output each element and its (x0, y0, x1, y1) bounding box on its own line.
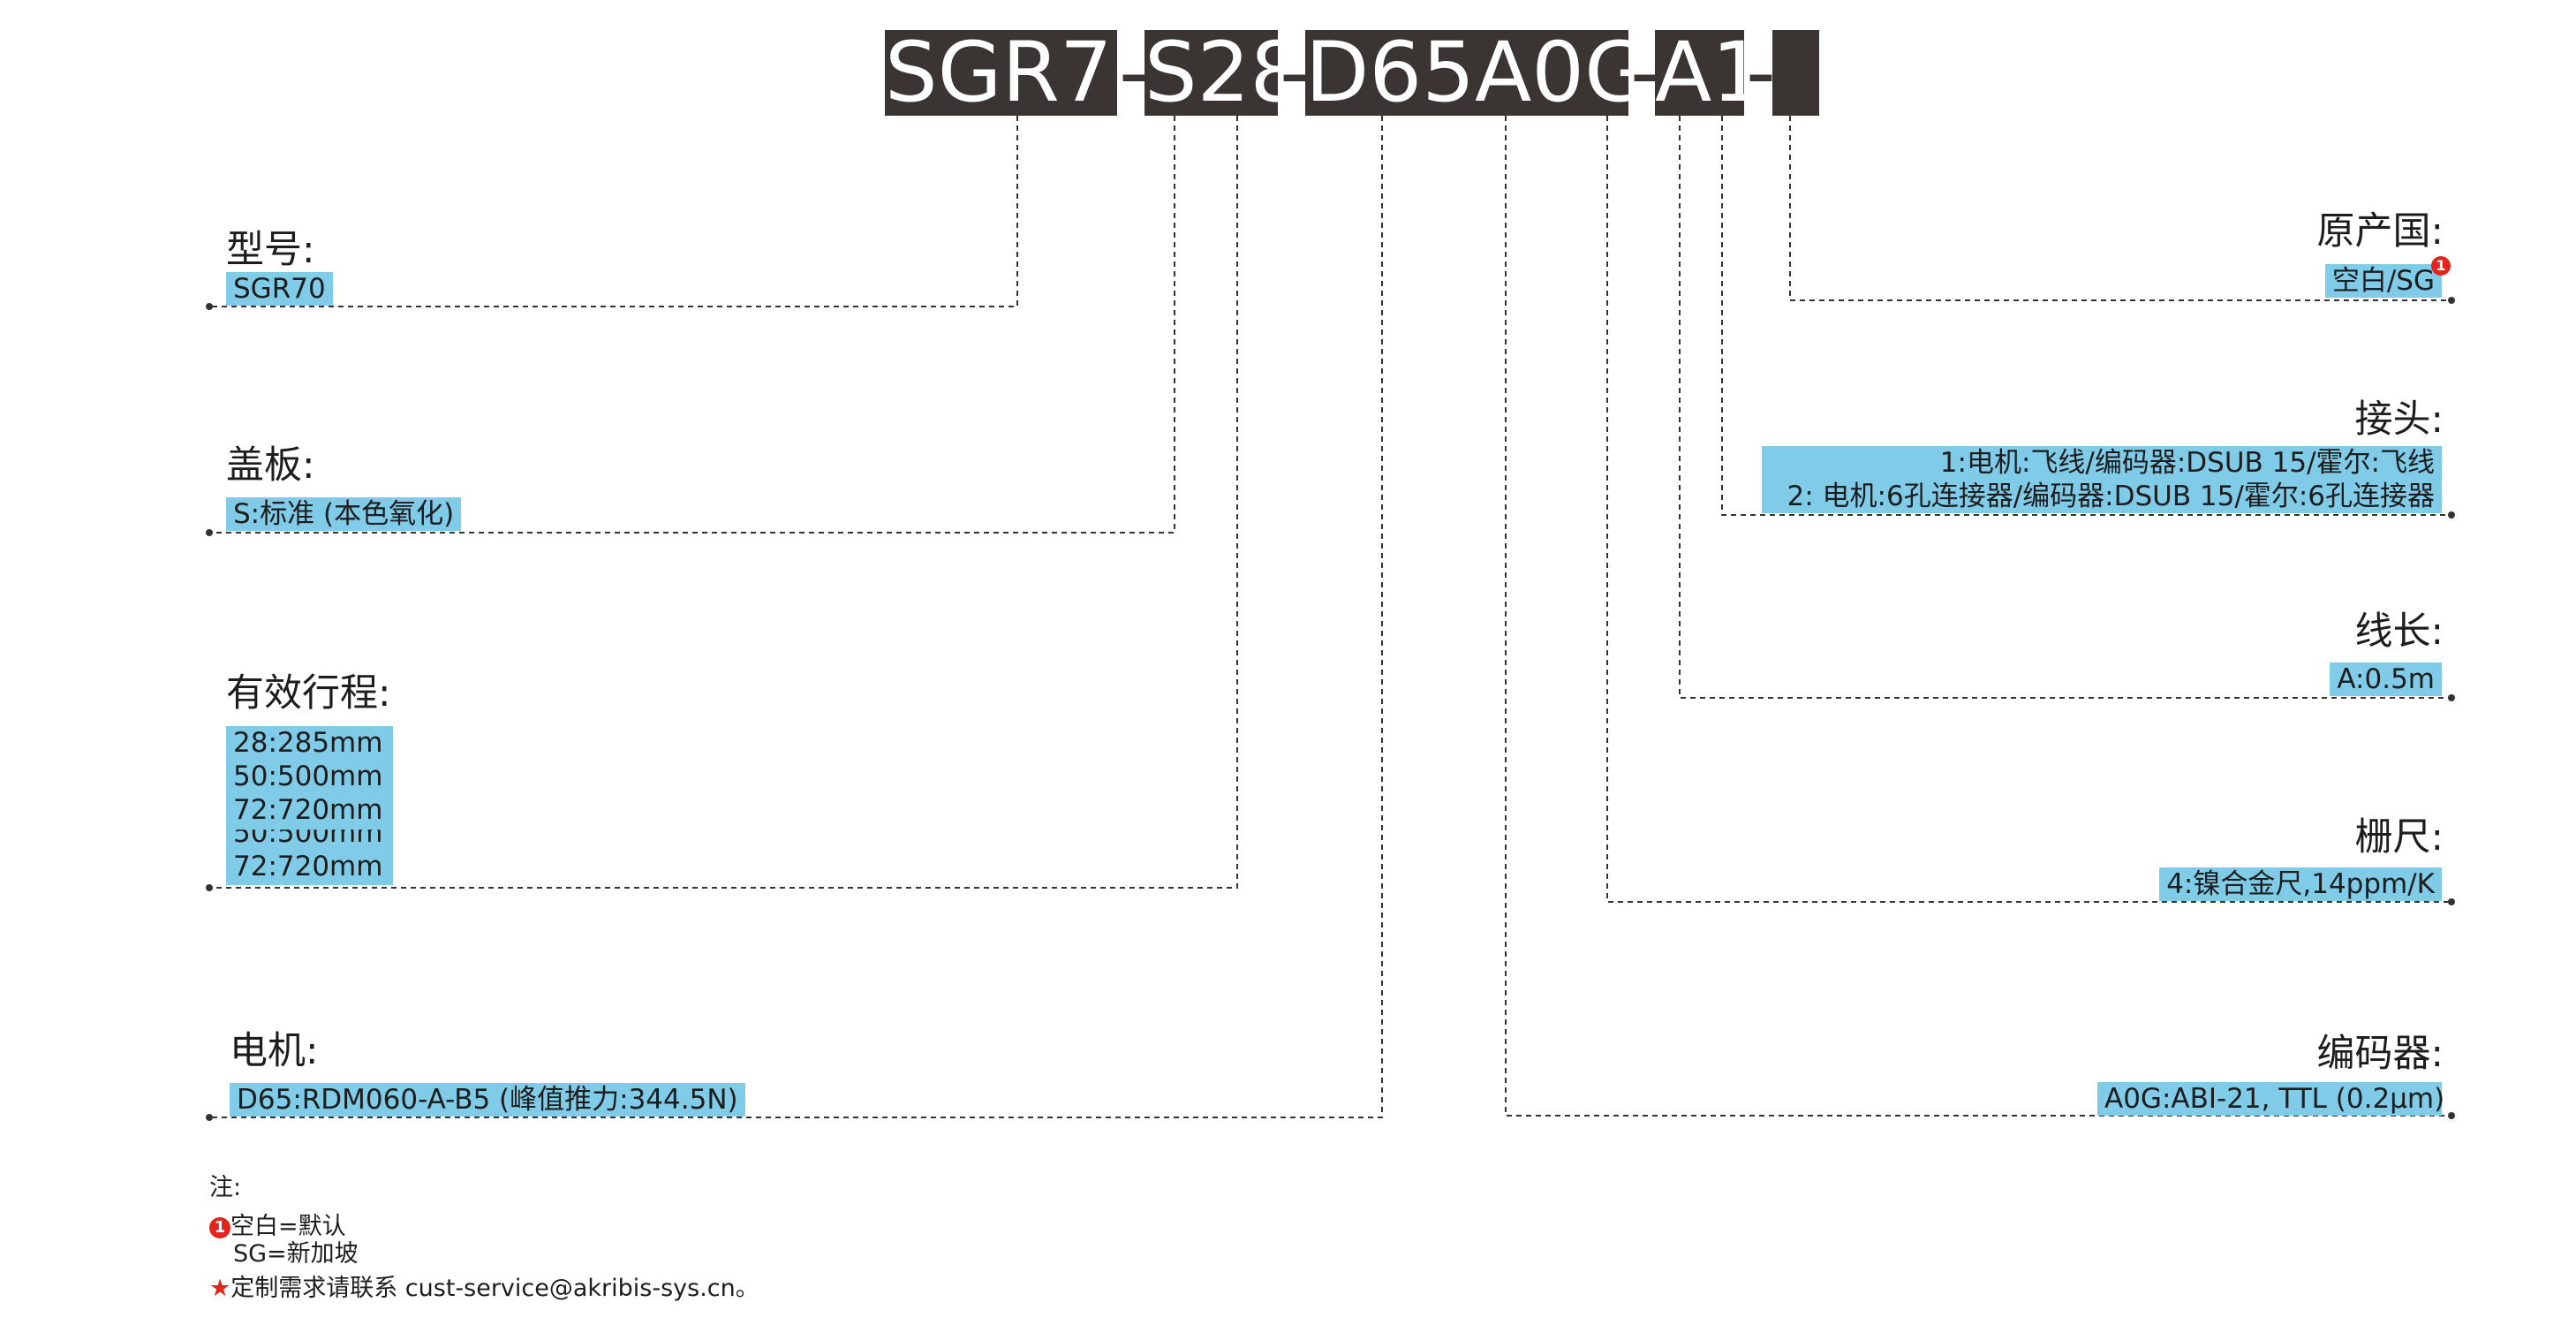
code-segment-cable-connector: A1 (1655, 25, 1765, 121)
code-separator: - (1746, 25, 1776, 121)
connector-option-1: 1:电机:飞线/编码器:DSUB 15/霍尔:飞线 (1939, 447, 2435, 479)
code-separator: - (1280, 25, 1310, 121)
motor-value: D65:RDM060-A-B5 (峰值推力:344.5N) (230, 1083, 745, 1117)
contact-text: 定制需求请联系 cust-service@akribis-sys.cn。 (230, 1275, 759, 1302)
code-separator: - (1119, 25, 1149, 121)
stroke-value-28: 28:285mm (233, 727, 383, 759)
line-cable (1679, 116, 2450, 699)
stroke-value-50: 50:500mm (233, 761, 383, 792)
model-value: SGR70 (226, 272, 333, 306)
stroke-value-72-dup: 72:720mm (233, 851, 383, 882)
note-badge: 1 (209, 1216, 230, 1238)
stroke-label: 有效行程: (226, 671, 391, 716)
line-origin (1789, 116, 2450, 301)
stroke-values: 28:285mm 50:500mm 72:720mm 50:500mm 72:7… (226, 726, 393, 885)
motor-label: 电机: (230, 1029, 319, 1073)
scale-label: 栅尺: (2354, 815, 2444, 859)
notes-title: 注: (209, 1174, 242, 1201)
line-motor (209, 116, 1383, 1118)
notes-contact: ★定制需求请联系 cust-service@akribis-sys.cn。 (209, 1274, 759, 1304)
star-icon: ★ (209, 1275, 231, 1302)
notes-sg: SG=新加坡 (233, 1240, 359, 1268)
code-segment-series: SGR70 (885, 25, 1166, 121)
line-connector (1721, 116, 2450, 516)
origin-label: 原产国: (2316, 209, 2444, 254)
code-segment-motor-encoder: D65A0G4 (1305, 25, 1702, 121)
stroke-value-50-dup: 50:500mm (233, 817, 383, 849)
line-stroke (209, 116, 1238, 889)
origin-note-badge: 1 (2431, 256, 2451, 276)
origin-value: 空白/SG (2324, 264, 2442, 298)
line-cover (209, 116, 1175, 534)
model-label: 型号: (226, 228, 315, 272)
cover-label: 盖板: (226, 443, 315, 488)
line-encoder (1505, 116, 2450, 1117)
cable-value: A:0.5m (2330, 662, 2442, 696)
code-segment-origin (1772, 30, 1819, 116)
line-model (209, 116, 1018, 307)
scale-value: 4:镍合金尺,14ppm/K (2159, 867, 2442, 901)
note-default-text: 空白=默认 (230, 1213, 346, 1240)
encoder-label: 编码器: (2316, 1032, 2444, 1076)
cable-label: 线长: (2354, 610, 2444, 654)
code-segment-cover-stroke: S28 (1144, 25, 1303, 121)
cover-value: S:标准 (本色氧化) (226, 497, 462, 531)
stroke-value-72: 72:720mm (233, 794, 383, 826)
encoder-value: A0G:ABI-21, TTL (0.2μm) (2097, 1082, 2444, 1116)
origin-value-text: 空白/SG (2331, 265, 2435, 297)
connector-values: 1:电机:飞线/编码器:DSUB 15/霍尔:飞线 2: 电机:6孔连接器/编码… (1762, 446, 2442, 513)
connector-label: 接头: (2354, 398, 2444, 442)
connector-option-2: 2: 电机:6孔连接器/编码器:DSUB 15/霍尔:6孔连接器 (1787, 481, 2436, 512)
